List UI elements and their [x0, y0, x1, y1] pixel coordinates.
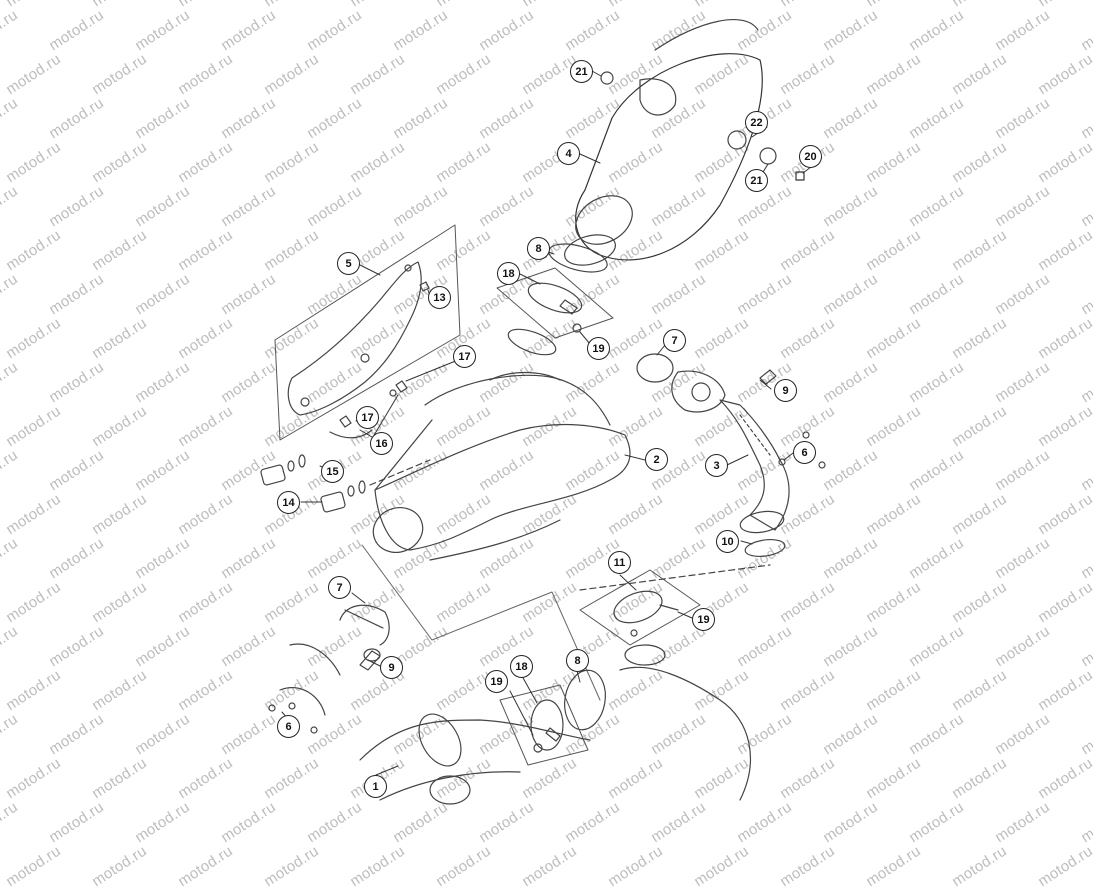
callout-part-9[interactable]: 9: [380, 656, 403, 679]
watermark-text: motod.ru: [89, 842, 150, 890]
callout-part-8[interactable]: 8: [527, 237, 550, 260]
callout-part-4[interactable]: 4: [557, 142, 580, 165]
watermark-text: motod.ru: [949, 842, 1010, 890]
screw-13: [419, 281, 430, 292]
heat-shield-part: [274, 224, 461, 441]
plugs-14-15: [260, 454, 431, 513]
callout-part-2[interactable]: 2: [645, 448, 668, 471]
callout-part-16[interactable]: 16: [370, 432, 393, 455]
callout-part-22[interactable]: 22: [745, 111, 768, 134]
lower-clamp-assembly: [579, 564, 771, 646]
callout-part-14[interactable]: 14: [277, 491, 300, 514]
callout-part-17[interactable]: 17: [453, 345, 476, 368]
muffler-body-part: [372, 371, 631, 561]
callout-part-9[interactable]: 9: [774, 379, 797, 402]
callout-part-15[interactable]: 15: [321, 460, 344, 483]
callout-part-21[interactable]: 21: [745, 169, 768, 192]
callout-part-21[interactable]: 21: [570, 60, 593, 83]
watermark-text: motod.ru: [605, 842, 666, 890]
watermark-text: motod.ru: [519, 842, 580, 890]
header-pipe-right: [636, 353, 826, 557]
callout-part-19[interactable]: 19: [485, 670, 508, 693]
parts-drawing: [260, 19, 826, 805]
callout-part-7[interactable]: 7: [328, 576, 351, 599]
callout-part-17[interactable]: 17: [356, 406, 379, 429]
callout-part-19[interactable]: 19: [692, 608, 715, 631]
callout-part-20[interactable]: 20: [799, 145, 822, 168]
bracket-16-17: [329, 380, 408, 439]
watermark-text: motod.ru: [175, 842, 236, 890]
watermark-text: motod.ru: [1035, 842, 1093, 890]
callout-part-19[interactable]: 19: [587, 337, 610, 360]
watermark-text: motod.ru: [691, 842, 752, 890]
callout-part-11[interactable]: 11: [608, 551, 631, 574]
callout-part-13[interactable]: 13: [428, 286, 451, 309]
watermark-text: motod.ru: [261, 842, 322, 890]
callout-part-5[interactable]: 5: [337, 252, 360, 275]
watermark-text: motod.ru: [3, 842, 64, 890]
watermark-text: motod.ru: [777, 842, 838, 890]
callout-part-18[interactable]: 18: [497, 262, 520, 285]
watermark-text: motod.ru: [433, 842, 494, 890]
callout-part-7[interactable]: 7: [663, 329, 686, 352]
callout-part-3[interactable]: 3: [705, 454, 728, 477]
upper-clamp-assembly: [496, 243, 614, 356]
callout-part-6[interactable]: 6: [793, 441, 816, 464]
silencer-part: [564, 19, 805, 266]
callout-part-1[interactable]: 1: [364, 775, 387, 798]
callout-part-10[interactable]: 10: [716, 530, 739, 553]
callout-part-6[interactable]: 6: [277, 715, 300, 738]
callout-part-18[interactable]: 18: [510, 655, 533, 678]
watermark-text: motod.ru: [347, 842, 408, 890]
watermark-text: motod.ru: [863, 842, 924, 890]
header-pipe-lower: [268, 643, 751, 805]
callout-part-8[interactable]: 8: [566, 649, 589, 672]
lower-header-outline: [339, 544, 601, 701]
